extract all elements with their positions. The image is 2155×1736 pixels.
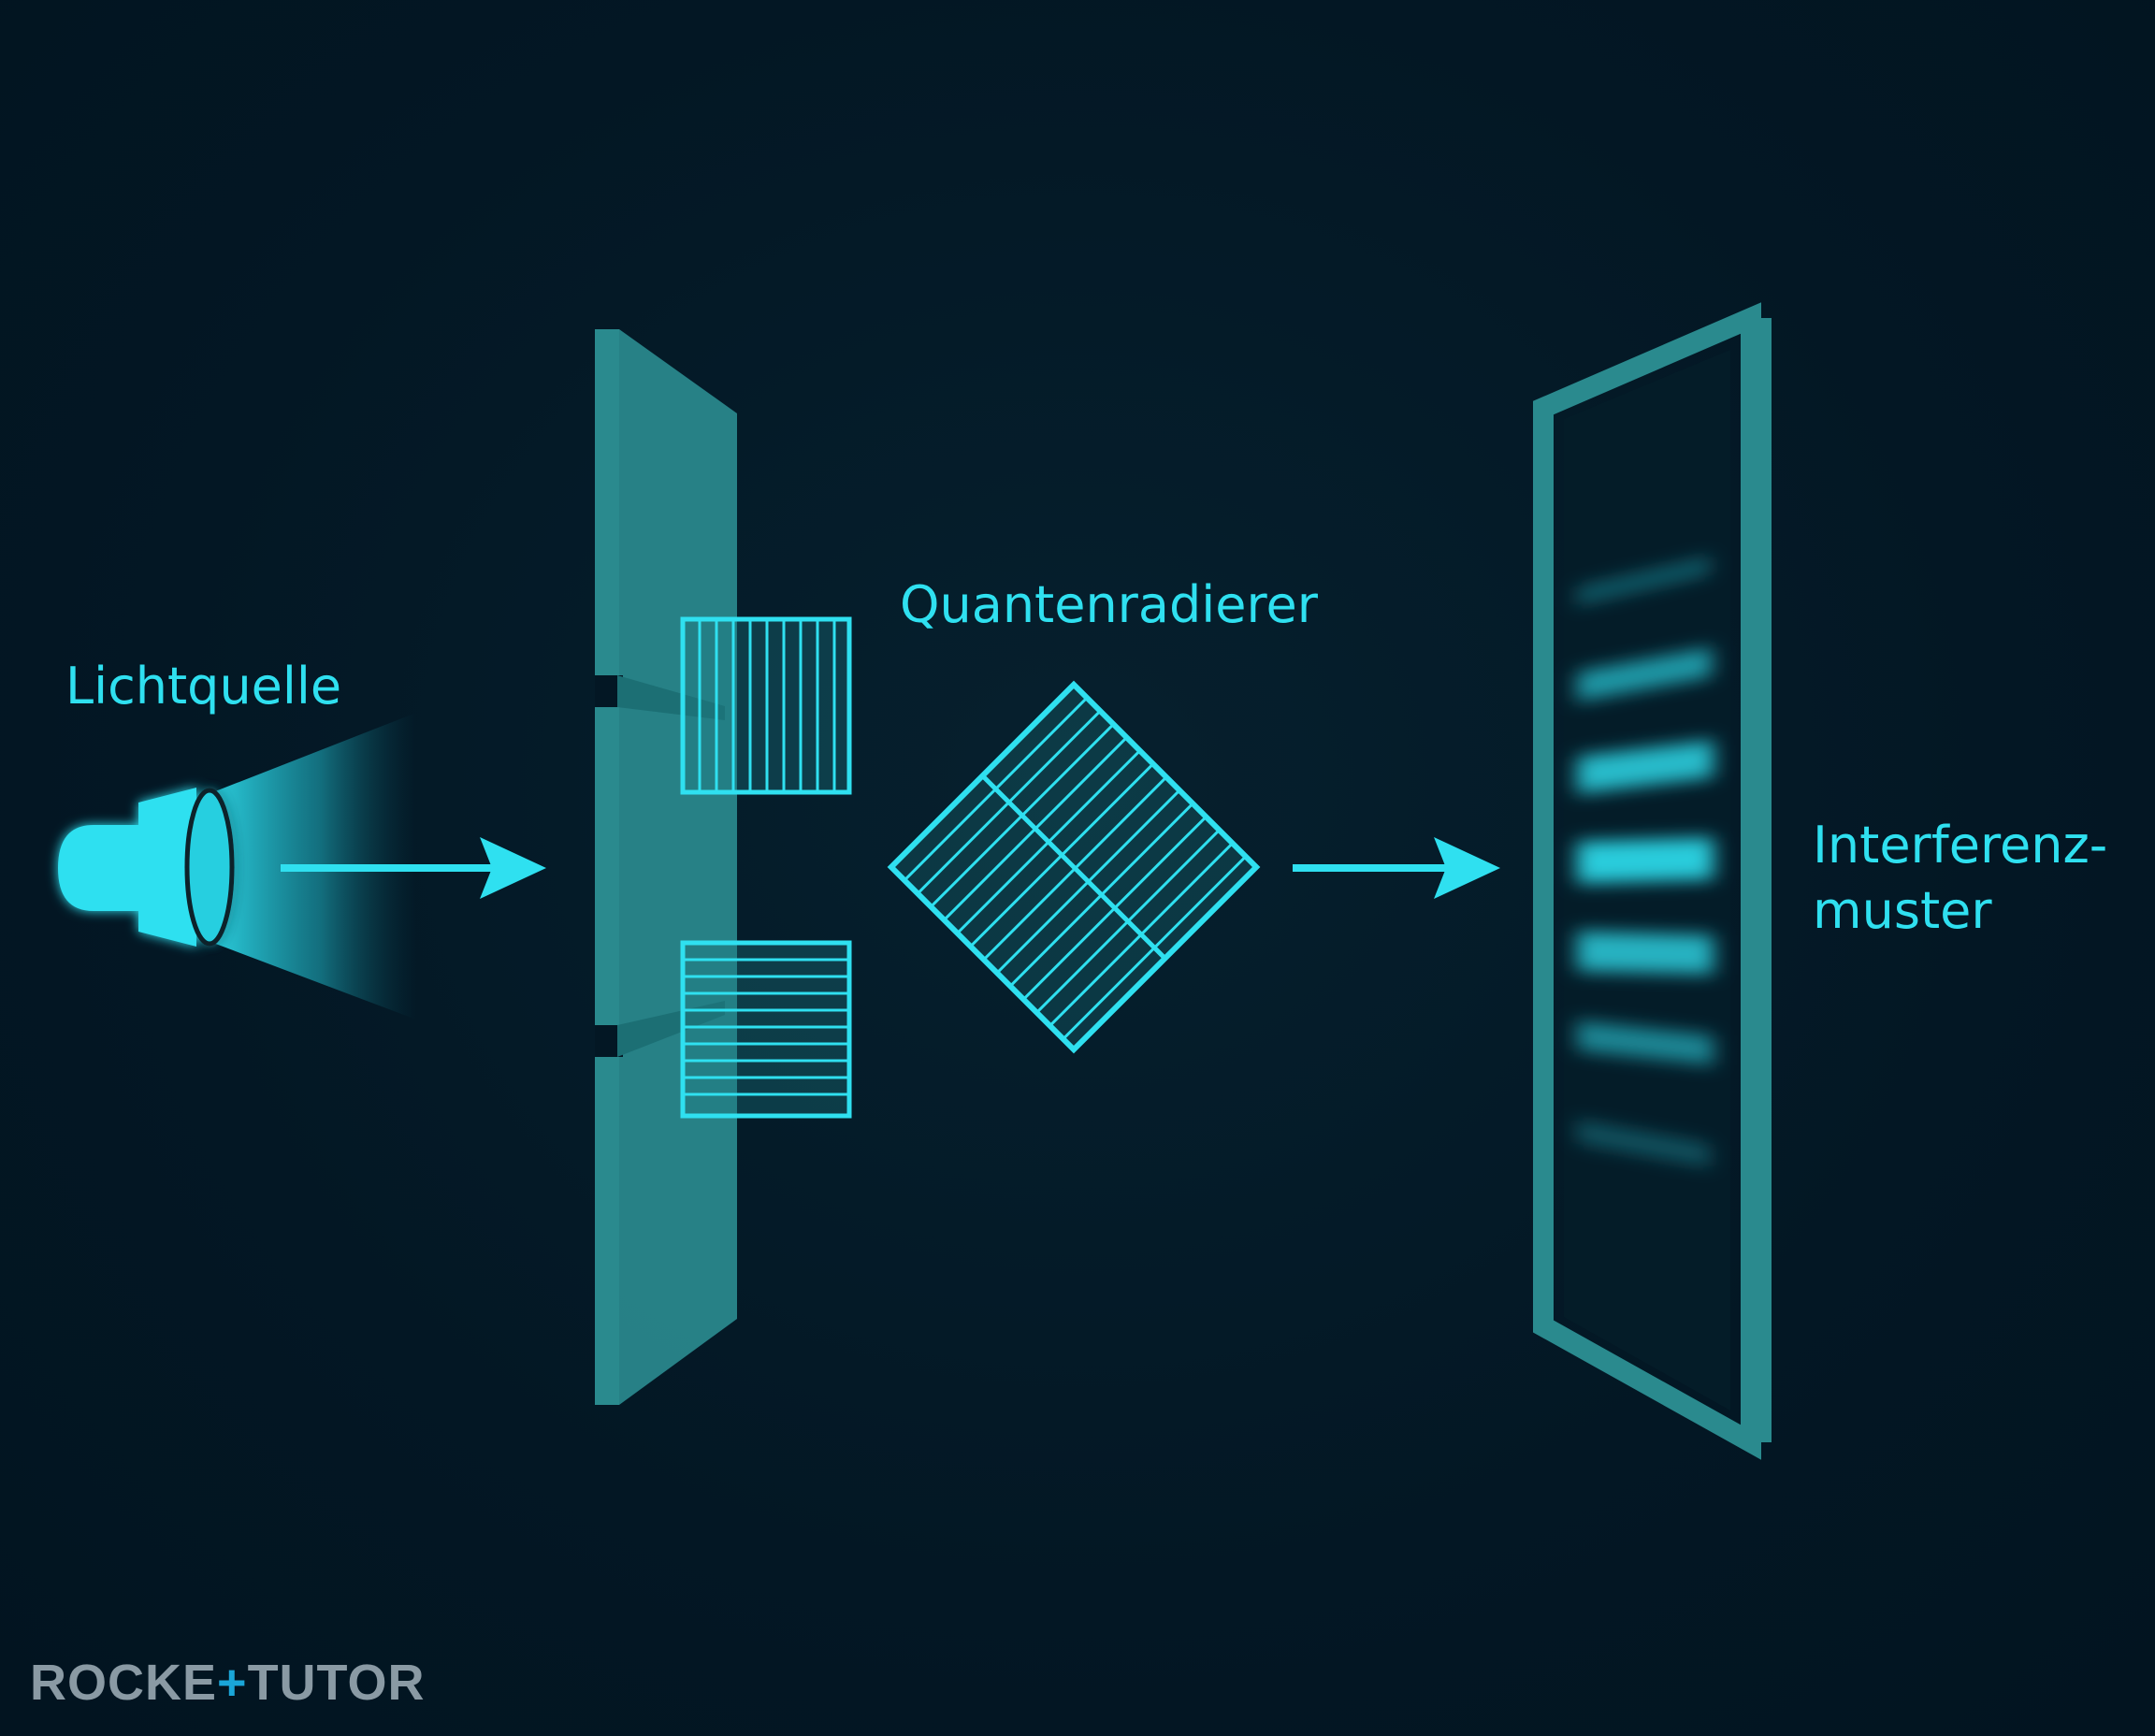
polarizer-icon [680,940,852,1119]
polarizer-icon [680,616,852,795]
brand-logo: ROCKE+TUTOR [30,1654,426,1712]
label-interference-pattern-line1: Interferenz- [1813,816,2107,875]
logo-part2: TUTOR [247,1655,426,1711]
detection-screen [1533,302,1772,1460]
logo-part1: ROCKE [30,1655,218,1711]
label-quantum-eraser: Quantenradierer [900,575,1319,634]
arrow-right-icon [281,837,546,899]
label-light-source: Lichtquelle [65,657,341,716]
interference-pattern [1568,554,1723,1169]
logo-plus: + [217,1655,248,1711]
double-slit-panel [595,329,737,1405]
label-interference-pattern-line2: muster [1813,881,1992,940]
quantum-eraser-polarizer [887,680,1261,1054]
arrow-right-icon [1293,837,1500,899]
lamp-icon [58,788,235,947]
